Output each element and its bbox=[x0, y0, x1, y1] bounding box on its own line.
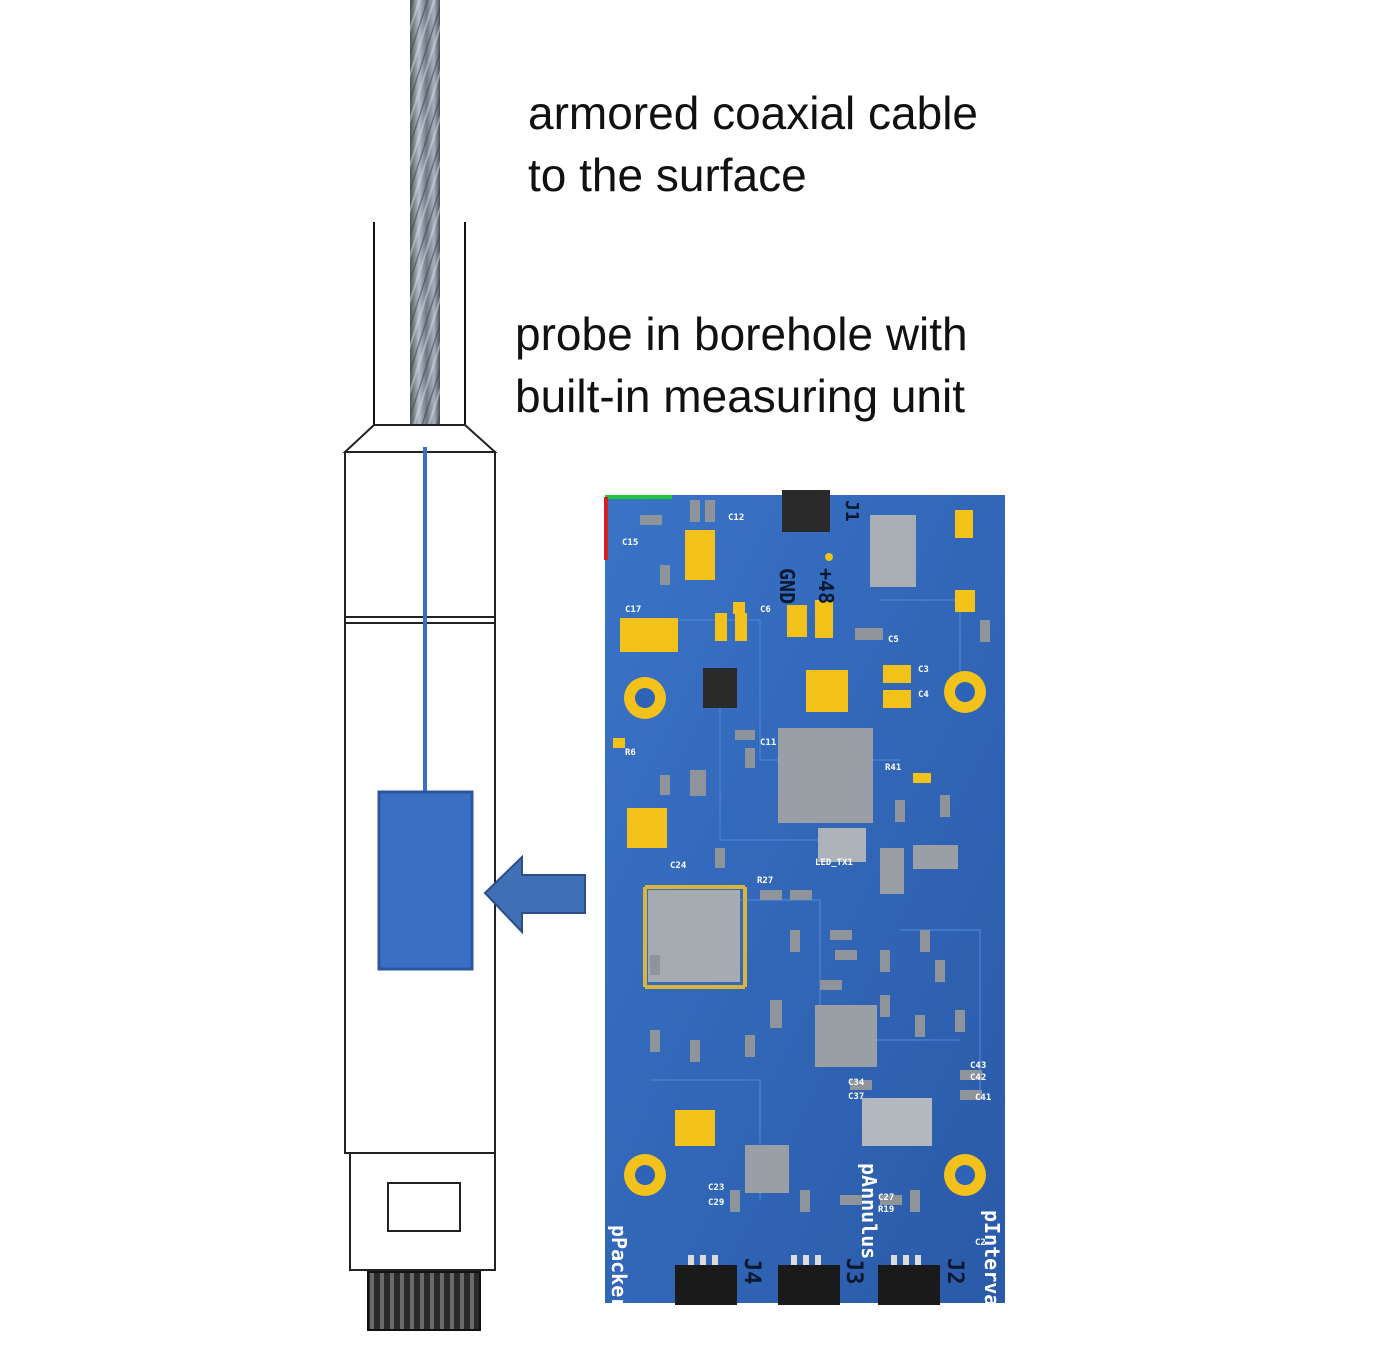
cable-label-line-2: to the surface bbox=[528, 149, 807, 201]
probe-label-line-1: probe in borehole with bbox=[515, 308, 968, 360]
svg-text:C43: C43 bbox=[970, 1061, 986, 1071]
svg-text:C17: C17 bbox=[625, 605, 641, 615]
pcb-passives bbox=[640, 500, 990, 1212]
pcb-power-labels: GND +48 J1 bbox=[775, 500, 862, 604]
svg-text:C23: C23 bbox=[708, 1183, 724, 1193]
pcb-j1-ref: J1 bbox=[841, 500, 862, 522]
pcb-mounting-hole bbox=[624, 671, 986, 1196]
probe-label: probe in borehole with built-in measurin… bbox=[515, 303, 968, 427]
svg-text:C24: C24 bbox=[670, 861, 687, 871]
svg-text:C3: C3 bbox=[918, 665, 929, 675]
connector-j3-ref: J3 bbox=[841, 1258, 866, 1285]
cable-label-line-1: armored coaxial cable bbox=[528, 87, 979, 139]
connector-j4-name: pPacker bbox=[607, 1225, 631, 1309]
svg-text:C4: C4 bbox=[918, 690, 929, 700]
pcb-connector-j2: J2 pInterval bbox=[878, 1210, 1004, 1318]
svg-text:C12: C12 bbox=[728, 513, 744, 523]
svg-text:C2: C2 bbox=[975, 1238, 986, 1248]
pcb-gnd-label: GND bbox=[775, 568, 799, 604]
borehole-walls bbox=[373, 222, 466, 425]
connector-j2-ref: J2 bbox=[942, 1258, 967, 1285]
cable-label: armored coaxial cable to the surface bbox=[528, 82, 978, 206]
pcb-plus48-label: +48 bbox=[814, 568, 838, 604]
svg-text:C41: C41 bbox=[975, 1093, 991, 1103]
svg-text:C5: C5 bbox=[888, 635, 899, 645]
pcb-silkscreen-refs: C15 C12 C17 C6 C11 R41 R6 C24 R27 LED_TX… bbox=[622, 513, 991, 1248]
svg-text:R41: R41 bbox=[885, 763, 901, 773]
svg-text:C29: C29 bbox=[708, 1198, 724, 1208]
pcb-chips bbox=[643, 490, 958, 1193]
built-in-measuring-unit bbox=[377, 790, 474, 971]
measuring-unit-pcb: C15 C12 C17 C6 C11 R41 R6 C24 R27 LED_TX… bbox=[604, 490, 1005, 1318]
pcb-connector-j4: J4 pPacker bbox=[607, 1225, 764, 1309]
svg-text:C37: C37 bbox=[848, 1092, 864, 1102]
connector-j2-name: pInterval bbox=[980, 1210, 1004, 1318]
svg-text:C6: C6 bbox=[760, 605, 771, 615]
pcb-connector-j3: J3 pAnnulus bbox=[778, 1163, 881, 1305]
svg-text:LED_TX1: LED_TX1 bbox=[815, 858, 853, 868]
pcb-gold-pads bbox=[613, 510, 975, 1146]
svg-text:R6: R6 bbox=[625, 748, 636, 758]
svg-text:C11: C11 bbox=[760, 738, 776, 748]
svg-text:C27: C27 bbox=[878, 1193, 894, 1203]
svg-text:C42: C42 bbox=[970, 1073, 986, 1083]
svg-text:R19: R19 bbox=[878, 1205, 894, 1215]
connector-j4-ref: J4 bbox=[739, 1258, 764, 1285]
probe-label-line-2: built-in measuring unit bbox=[515, 370, 966, 422]
svg-text:C34: C34 bbox=[848, 1078, 865, 1088]
svg-text:C15: C15 bbox=[622, 538, 638, 548]
probe-thread-connector bbox=[367, 1271, 481, 1331]
connector-j3-name: pAnnulus bbox=[857, 1163, 881, 1259]
arrow-left-icon bbox=[483, 854, 586, 935]
steel-cable-icon bbox=[410, 0, 440, 447]
svg-text:R27: R27 bbox=[757, 876, 773, 886]
